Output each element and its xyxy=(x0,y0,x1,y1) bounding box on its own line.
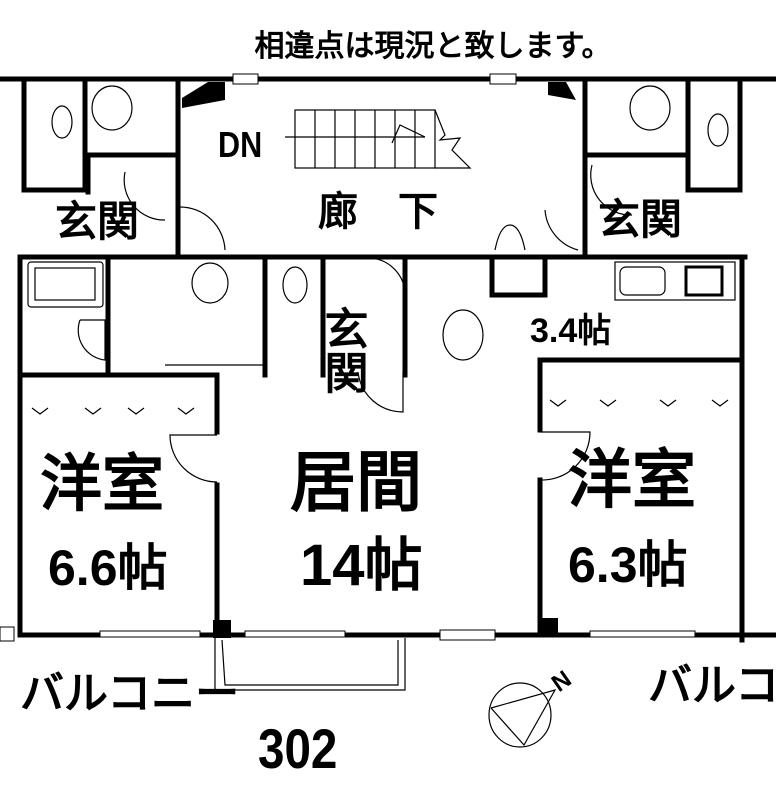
washer-icon xyxy=(91,85,133,131)
north-label: N xyxy=(547,665,577,697)
windows xyxy=(0,73,696,642)
closet-markers xyxy=(31,399,729,415)
walls xyxy=(0,76,776,643)
toilet-icon xyxy=(282,266,308,304)
western-room-right-size: 6.3帖 xyxy=(568,537,688,593)
stove-icon xyxy=(684,265,724,297)
balcony-right-label: バルコ xyxy=(648,661,776,710)
western-room-right-name: 洋室 xyxy=(568,444,696,516)
entrance-302-label: 玄関 xyxy=(318,306,368,394)
north-compass-icon: N xyxy=(488,665,577,748)
toilet-icon xyxy=(191,262,229,304)
sink-icon xyxy=(619,266,666,296)
bathtub-icon xyxy=(34,267,96,301)
entrance-right-label: 玄関 xyxy=(598,196,682,243)
living-room-name: 居間 xyxy=(290,445,422,519)
staircase xyxy=(285,109,472,169)
balcony-left-label: バルコニー xyxy=(20,669,239,718)
toilet-icon xyxy=(51,105,73,139)
unit-number: 302 xyxy=(258,718,337,780)
entrance-left-label: 玄関 xyxy=(55,198,139,245)
toilet-icon xyxy=(707,113,729,147)
kitchen-counter xyxy=(614,261,736,301)
fixtures xyxy=(27,85,736,691)
stairs-down-label: DN xyxy=(218,126,262,166)
western-room-left-size: 6.6帖 xyxy=(48,540,168,596)
doors[interactable] xyxy=(77,164,633,483)
washer-icon xyxy=(629,85,671,131)
kitchen-size-label: 3.4帖 xyxy=(530,312,611,350)
living-room-size: 14帖 xyxy=(300,533,423,598)
disclaimer-note: 相違点は現況と致します。 xyxy=(255,30,612,63)
washer-icon xyxy=(442,309,484,361)
bathtub-icon xyxy=(27,261,104,308)
corridor-label: 廊 下 xyxy=(318,190,438,234)
western-room-left-name: 洋室 xyxy=(40,450,164,519)
